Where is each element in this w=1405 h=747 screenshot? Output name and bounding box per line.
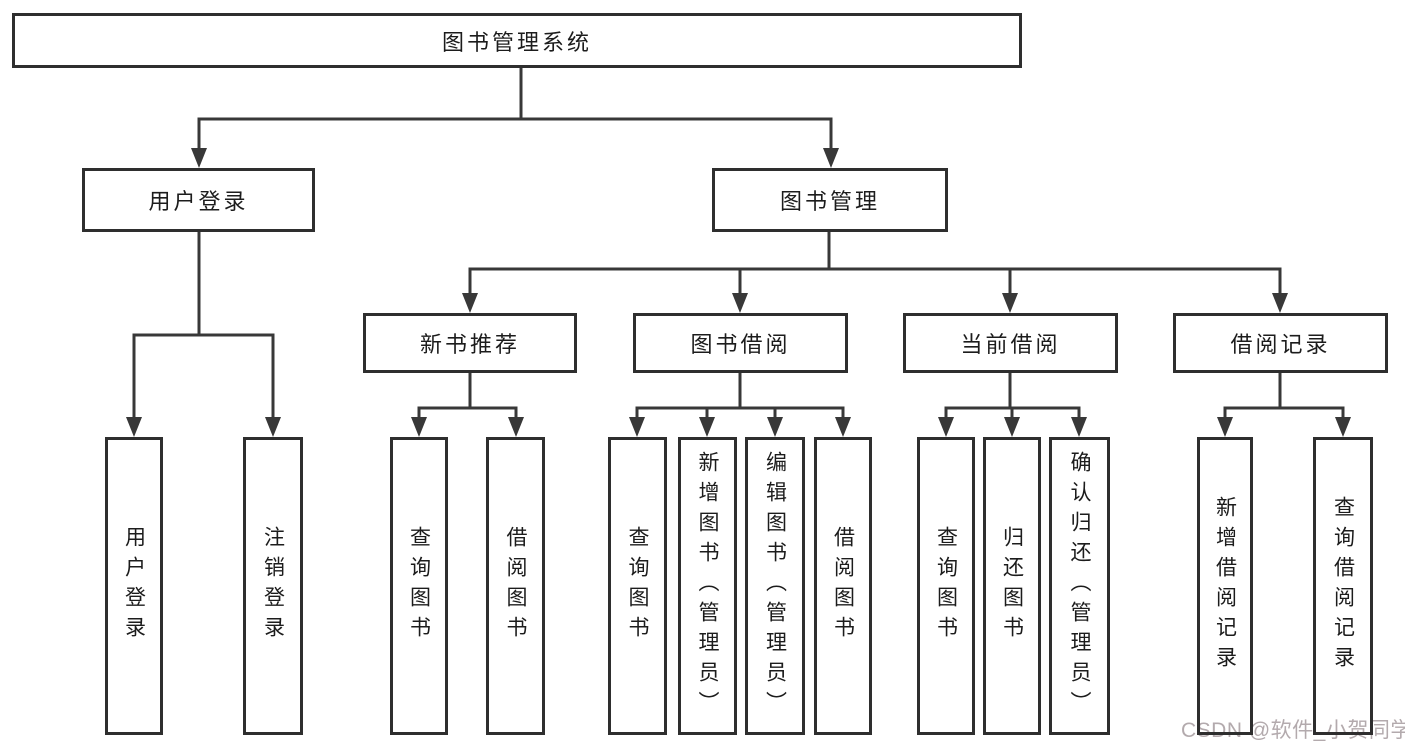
arrowhead-icon (1071, 417, 1087, 437)
leaf-query-borrow-record: 查询借阅记录 (1313, 437, 1373, 735)
node-label: 查询借阅记录 (1331, 496, 1355, 676)
connector-root-to-level2 (197, 66, 833, 152)
arrowhead-icon (823, 148, 839, 168)
connector-bookmgmt-to-level3 (468, 230, 1282, 297)
node-label: 图书借阅 (690, 332, 791, 357)
arrowhead-icon (1272, 293, 1288, 313)
node-label: 查询图书 (407, 526, 431, 646)
leaf-query-books: 查询图书 (390, 437, 448, 735)
leaf-edit-books-admin: 编辑图书（管理员） (745, 437, 805, 735)
node-label: 借阅图书 (831, 526, 855, 646)
arrowhead-icon (462, 293, 478, 313)
connector-recommend-to-leaves (417, 371, 518, 421)
node-label: 新增图书（管理员） (696, 451, 719, 721)
node-book-management-system: 图书管理系统 (12, 13, 1022, 68)
arrowhead-icon (1335, 417, 1351, 437)
node-label: 查询图书 (626, 526, 649, 646)
node-label: 确认归还（管理员） (1068, 451, 1091, 721)
connector-userlogin-to-leaves (132, 230, 275, 421)
arrowhead-icon (732, 293, 748, 313)
arrowhead-icon (191, 148, 207, 168)
arrowhead-icon (767, 417, 783, 437)
connector-current-to-leaves (944, 371, 1081, 421)
node-label: 用户登录 (122, 526, 146, 646)
node-label: 查询图书 (934, 526, 958, 646)
arrowhead-icon (508, 417, 524, 437)
leaf-confirm-return-admin: 确认归还（管理员） (1049, 437, 1110, 735)
node-label: 注销登录 (261, 526, 285, 646)
node-new-book-recommend: 新书推荐 (363, 313, 577, 373)
arrowhead-icon (835, 417, 851, 437)
leaf-borrow-books: 借阅图书 (814, 437, 872, 735)
node-label: 图书管理系统 (441, 29, 592, 55)
arrowhead-icon (411, 417, 427, 437)
node-label: 借阅记录 (1230, 332, 1331, 357)
node-label: 新书推荐 (419, 332, 520, 357)
connector-records-to-leaves (1223, 371, 1345, 421)
leaf-user-login: 用户登录 (105, 437, 163, 735)
node-current-borrowing: 当前借阅 (903, 313, 1118, 373)
arrowhead-icon (265, 417, 281, 437)
node-label: 编辑图书（管理员） (763, 451, 787, 721)
arrowhead-icon (1002, 293, 1018, 313)
node-borrowing-records: 借阅记录 (1173, 313, 1388, 373)
leaf-add-books-admin: 新增图书（管理员） (678, 437, 737, 735)
arrowhead-icon (1217, 417, 1233, 437)
node-label: 新增借阅记录 (1213, 496, 1237, 676)
leaf-query-books: 查询图书 (608, 437, 667, 735)
leaf-add-borrow-record: 新增借阅记录 (1197, 437, 1253, 735)
arrowhead-icon (1004, 417, 1020, 437)
arrowhead-icon (938, 417, 954, 437)
arrowhead-icon (699, 417, 715, 437)
arrowhead-icon (629, 417, 645, 437)
connector-borrow-to-leaves (635, 371, 845, 421)
node-label: 当前借阅 (960, 332, 1061, 357)
arrowhead-icon (126, 417, 142, 437)
leaf-borrow-books: 借阅图书 (486, 437, 545, 735)
leaf-logout: 注销登录 (243, 437, 303, 735)
leaf-query-books: 查询图书 (917, 437, 975, 735)
node-label: 用户登录 (148, 189, 249, 214)
leaf-return-books: 归还图书 (983, 437, 1041, 735)
node-label: 归还图书 (1000, 526, 1024, 646)
node-book-borrowing: 图书借阅 (633, 313, 848, 373)
node-book-management: 图书管理 (712, 168, 948, 232)
node-label: 图书管理 (779, 189, 880, 214)
watermark: CSDN @软件_小贺同学 (1181, 719, 1405, 742)
node-user-login: 用户登录 (82, 168, 315, 232)
node-label: 借阅图书 (504, 526, 527, 646)
